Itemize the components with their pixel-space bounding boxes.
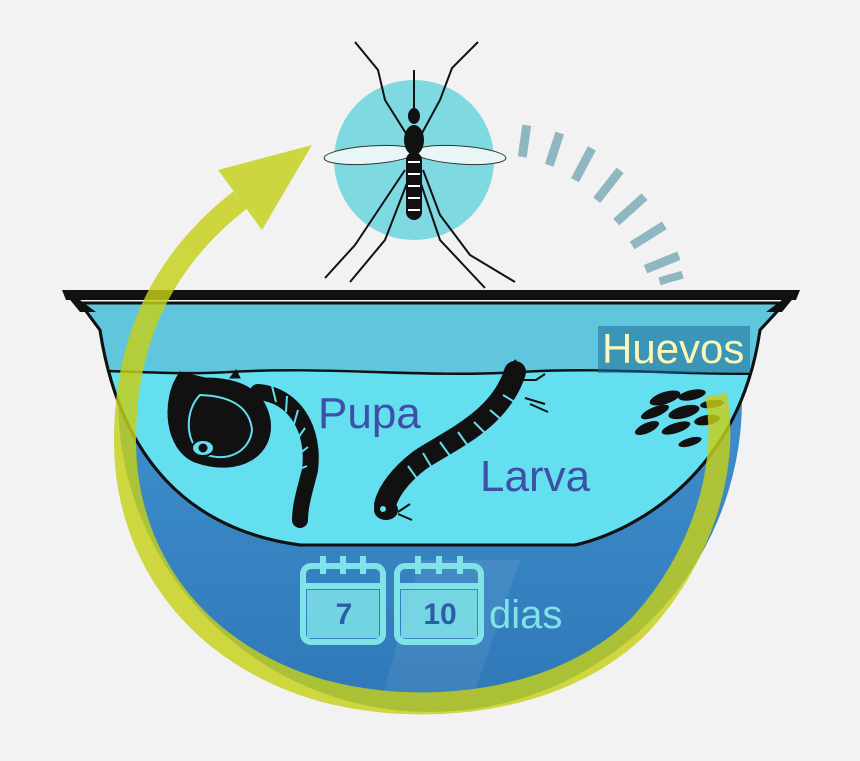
calendar-icon xyxy=(300,556,386,645)
pupa-label: Pupa xyxy=(318,389,421,438)
dashed-arc xyxy=(517,124,684,286)
duration-unit: dias xyxy=(489,593,563,637)
duration-max: 10 xyxy=(423,598,457,631)
calendar-icon xyxy=(394,556,484,645)
larva-label: Larva xyxy=(480,452,591,501)
cycle-arrow xyxy=(113,145,731,715)
pupa-icon xyxy=(167,369,319,528)
bowl-lip xyxy=(62,290,800,300)
duration-min: 7 xyxy=(335,598,353,631)
eggs-label: Huevos xyxy=(598,326,751,373)
cycle-arrowhead xyxy=(218,145,312,230)
larva-icon xyxy=(374,359,549,521)
mosquito-icon xyxy=(323,41,516,289)
